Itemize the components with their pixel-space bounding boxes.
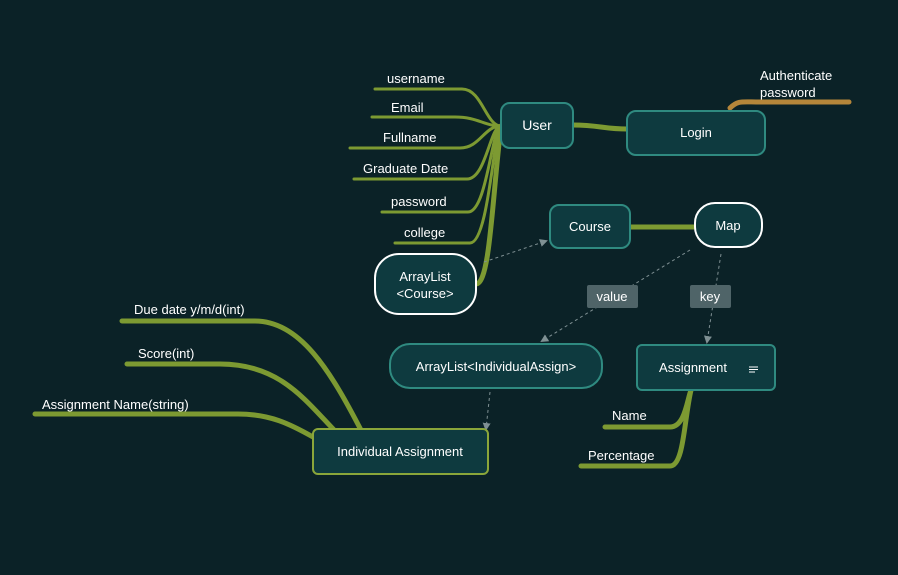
node-map[interactable]: Map	[694, 202, 763, 248]
field-assignment-name[interactable]: Assignment Name(string)	[42, 397, 189, 412]
node-arraylist-individual[interactable]: ArrayList<IndividualAssign>	[389, 343, 603, 389]
individual-field-branches	[32, 318, 365, 440]
edge-label-key-text: key	[700, 289, 721, 304]
field-fullname[interactable]: Fullname	[383, 130, 436, 145]
user-field-labels: username Email Fullname Graduate Date pa…	[363, 71, 448, 240]
edge-label-value: value	[587, 285, 638, 308]
field-authenticate-line1[interactable]: Authenticate	[760, 68, 832, 83]
node-map-label: Map	[715, 218, 740, 233]
node-arraylist-course[interactable]: ArrayList <Course>	[374, 253, 477, 315]
branch-fullname	[348, 124, 503, 150]
user-field-branches	[348, 87, 504, 287]
node-course-label: Course	[569, 219, 611, 234]
node-arraylist-course-line1: ArrayList	[399, 269, 451, 284]
individual-field-labels: Due date y/m/d(int) Score(int) Assignmen…	[42, 302, 245, 412]
branch-authenticate-password	[727, 99, 852, 111]
login-field-labels: Authenticate password	[760, 68, 832, 100]
branch-percentage	[578, 387, 694, 469]
note-lines-icon[interactable]	[749, 366, 758, 373]
node-assignment-label: Assignment	[659, 360, 727, 375]
field-name[interactable]: Name	[612, 408, 647, 423]
branch-email	[370, 115, 503, 128]
edge-user-login	[570, 122, 630, 132]
assignment-field-branches	[578, 387, 694, 469]
branch-assignment-name	[32, 411, 316, 440]
arrow-arraylist-to-individual	[482, 391, 491, 431]
node-arraylist-course-line2: <Course>	[396, 286, 453, 301]
node-user[interactable]: User	[500, 102, 574, 149]
node-course[interactable]: Course	[549, 204, 631, 249]
edge-label-value-text: value	[596, 289, 627, 304]
node-assignment[interactable]: Assignment	[636, 344, 776, 391]
node-arraylist-individual-label: ArrayList<IndividualAssign>	[416, 359, 576, 374]
branch-score	[124, 361, 339, 435]
field-email[interactable]: Email	[391, 100, 424, 115]
arrow-arraylist-to-course	[483, 239, 548, 263]
node-user-label: User	[522, 117, 552, 133]
field-authenticate-line2[interactable]: password	[760, 85, 816, 100]
node-login[interactable]: Login	[626, 110, 766, 156]
field-password[interactable]: password	[391, 194, 447, 209]
assignment-field-labels: Name Percentage	[588, 408, 655, 463]
field-username[interactable]: username	[387, 71, 445, 86]
field-score[interactable]: Score(int)	[138, 346, 194, 361]
node-login-label: Login	[680, 125, 712, 140]
edge-label-key: key	[690, 285, 731, 308]
field-percentage[interactable]: Percentage	[588, 448, 655, 463]
field-college[interactable]: college	[404, 225, 445, 240]
field-due-date[interactable]: Due date y/m/d(int)	[134, 302, 245, 317]
node-individual-assignment[interactable]: Individual Assignment	[312, 428, 489, 475]
branch-arraylist-course	[473, 123, 504, 287]
branch-due-date	[119, 318, 365, 435]
node-individual-assignment-label: Individual Assignment	[337, 444, 463, 459]
field-graduate-date[interactable]: Graduate Date	[363, 161, 448, 176]
